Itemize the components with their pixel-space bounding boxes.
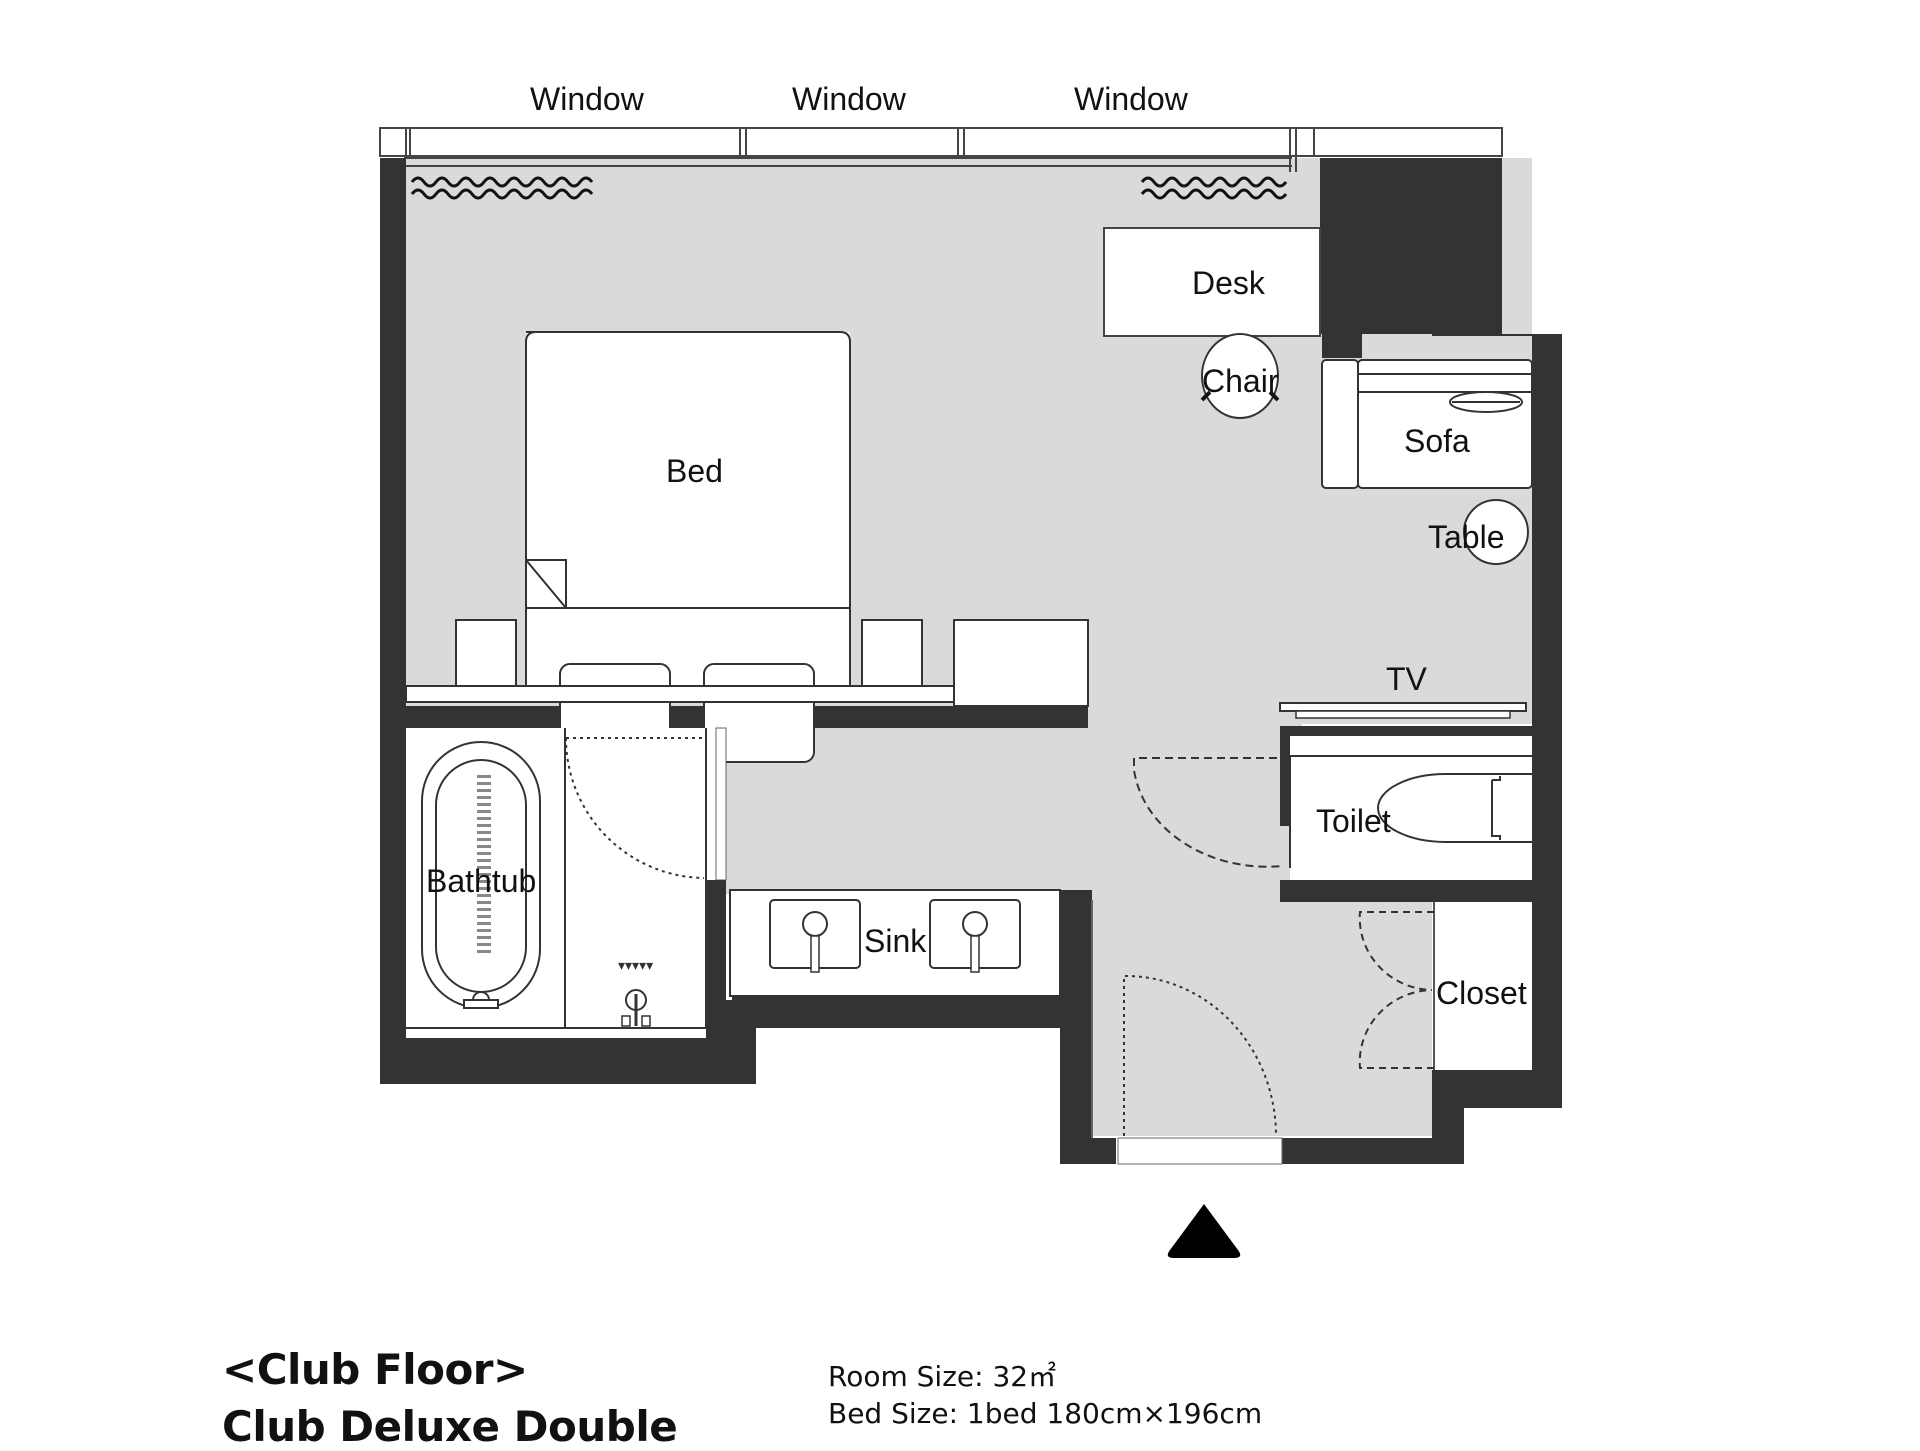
svg-text:▾▾▾▾▾: ▾▾▾▾▾ [618, 957, 653, 973]
entry-door-swing [1123, 974, 1277, 1137]
curtain-right-icon [1140, 176, 1288, 200]
chair-label: Chair [1202, 363, 1279, 399]
table-label: Table [1428, 519, 1505, 555]
window-label-1: Window [530, 81, 645, 117]
window-frame [379, 127, 1503, 172]
window-label-2: Window [792, 81, 907, 117]
shower-door-swing [565, 737, 705, 879]
entrance-door-opening [1117, 1137, 1283, 1165]
entrance-arrow-icon [1167, 1204, 1241, 1258]
sofa-label: Sofa [1404, 423, 1470, 459]
bathtub-icon [421, 741, 541, 1009]
closet [1434, 902, 1532, 1070]
desk [1103, 227, 1321, 337]
closet-label: Closet [1436, 975, 1527, 1011]
curtain-left-icon [410, 176, 594, 200]
toilet-label: Toilet [1316, 803, 1391, 839]
shower-icon: ▾▾▾▾▾ [618, 957, 653, 1027]
desk-label: Desk [1192, 265, 1266, 301]
sink-label: Sink [864, 923, 927, 959]
bed-label: Bed [666, 453, 723, 489]
sofa-icon [1321, 359, 1533, 489]
bed-size: Bed Size: 1bed 180cm×196cm [828, 1397, 1263, 1430]
toilet-icon [1377, 773, 1532, 843]
toilet-door-swing [1133, 757, 1290, 868]
walls [380, 158, 1562, 1164]
floor-name: <Club Floor> [222, 1345, 528, 1394]
entry-floor [1092, 890, 1432, 1136]
room-size: Room Size: 32㎡ [828, 1360, 1057, 1393]
chair-icon [1201, 333, 1279, 419]
bathtub-label: Bathtub [426, 863, 536, 899]
tv-label: TV [1386, 661, 1428, 697]
tv-icon [1279, 702, 1527, 719]
sink-counter [729, 889, 1061, 997]
room-type-title: Club Deluxe Double [222, 1402, 678, 1451]
bed-icon [405, 331, 1089, 763]
window-label-3: Window [1074, 81, 1189, 117]
table-icon [1463, 499, 1529, 565]
hall-floor [722, 724, 1302, 894]
